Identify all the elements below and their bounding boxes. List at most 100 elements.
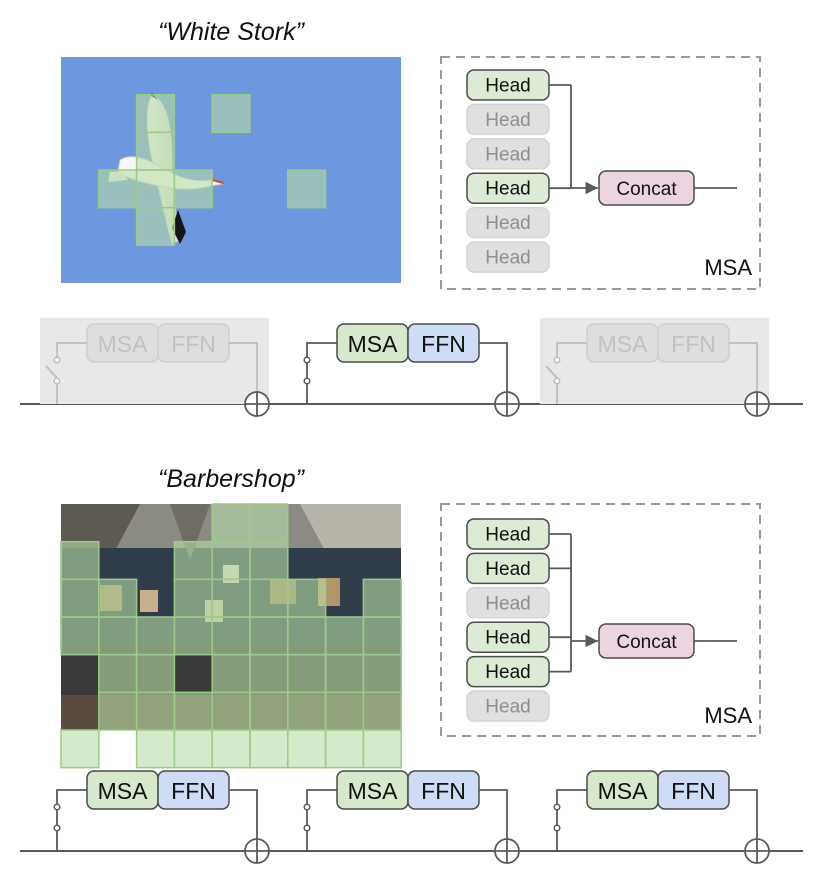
attention-patch: [249, 540, 289, 581]
attention-patch: [135, 93, 176, 134]
head-inactive: Head: [466, 587, 550, 619]
msa-dashed-border: [440, 56, 761, 290]
head-inactive: Head: [466, 241, 550, 273]
ffn-label: FFN: [671, 778, 716, 804]
switch-open: [545, 365, 558, 379]
msa-dashed-border: [440, 503, 761, 737]
block-output-line: [479, 789, 508, 839]
head-box: [466, 103, 550, 136]
block-output-line: [229, 342, 258, 392]
attention-patch: [211, 503, 251, 543]
attention-patch: [249, 653, 289, 694]
concat-node: Concat: [598, 623, 737, 659]
head-label: Head: [485, 593, 530, 614]
switch-contact: [303, 377, 311, 385]
attention-patch: [98, 616, 138, 656]
msa-label: MSA: [348, 778, 399, 804]
block-output-line: [729, 342, 758, 392]
switch-contact: [553, 377, 561, 385]
attention-patch: [98, 578, 138, 618]
concat-label: Concat: [616, 179, 677, 200]
patch-grid: [98, 93, 327, 247]
block-input-line: [556, 789, 587, 804]
attention-patch: [362, 691, 402, 731]
head-inactive: Head: [466, 690, 550, 722]
block-output-line: [729, 789, 758, 839]
attention-patch: [173, 578, 213, 618]
ffn-label: FFN: [671, 331, 716, 357]
switch-contact: [53, 356, 61, 364]
block-input-line: [56, 789, 87, 804]
head-inactive: Head: [466, 206, 550, 239]
attention-patch: [98, 169, 138, 209]
head-box: [466, 206, 550, 239]
head-label: Head: [485, 559, 530, 580]
attention-patch: [287, 653, 327, 694]
attention-patch: [60, 729, 100, 769]
switch-contact: [303, 356, 311, 364]
block-output-line: [229, 789, 258, 839]
switch-contact: [53, 803, 61, 811]
head-label: Head: [485, 248, 530, 269]
msa-box-label: MSA: [704, 703, 752, 728]
block-skipped: MSA FFN: [40, 318, 270, 417]
switch-contact: [53, 824, 61, 832]
ffn-label: FFN: [171, 331, 216, 357]
switch-contact: [553, 803, 561, 811]
msa-box-label: MSA: [704, 255, 752, 280]
msa-label: MSA: [98, 331, 149, 357]
block-input-line: [306, 789, 337, 804]
attention-patch: [173, 729, 213, 769]
attention-patch: [362, 729, 402, 769]
head-label: Head: [485, 76, 530, 97]
head-label: Head: [485, 662, 530, 683]
switch-contact: [303, 824, 311, 832]
attention-patch: [60, 540, 100, 581]
patch-grid: [60, 503, 402, 769]
head-inactive: Head: [466, 103, 550, 136]
attention-patch: [287, 169, 327, 209]
head-label: Head: [485, 144, 530, 165]
head-label: Head: [485, 179, 530, 200]
ffn-label: FFN: [171, 778, 216, 804]
msa-label: MSA: [598, 778, 649, 804]
attention-patch: [211, 691, 251, 731]
attention-patch: [135, 206, 176, 247]
panel-title: “White Stork”: [158, 18, 306, 46]
head-label: Head: [485, 628, 530, 649]
attention-patch: [135, 653, 176, 694]
head-label: Head: [485, 697, 530, 718]
attention-patch: [135, 169, 176, 209]
concat-node: Concat: [598, 170, 737, 206]
attention-patch: [173, 691, 213, 731]
head-active: Head: [466, 621, 550, 653]
attention-patch: [173, 616, 213, 656]
head-inactive: Head: [466, 138, 550, 170]
msa-label: MSA: [98, 778, 149, 804]
head-active: Head: [466, 172, 550, 204]
switch-open: [45, 365, 58, 379]
attention-patch: [362, 616, 402, 656]
head-box: [466, 587, 550, 619]
attention-patch: [287, 691, 327, 731]
block-active: MSA FFN: [53, 770, 270, 864]
attention-patch: [173, 540, 213, 581]
attention-patch: [60, 578, 100, 618]
head-box: [466, 138, 550, 170]
attention-patch: [173, 169, 213, 209]
attention-patch: [249, 729, 289, 769]
block-output-line: [479, 342, 508, 392]
attention-patch: [98, 691, 138, 731]
attention-patch: [249, 691, 289, 731]
attention-patch: [362, 653, 402, 694]
attention-patch: [287, 578, 327, 618]
switch-contact: [53, 377, 61, 385]
